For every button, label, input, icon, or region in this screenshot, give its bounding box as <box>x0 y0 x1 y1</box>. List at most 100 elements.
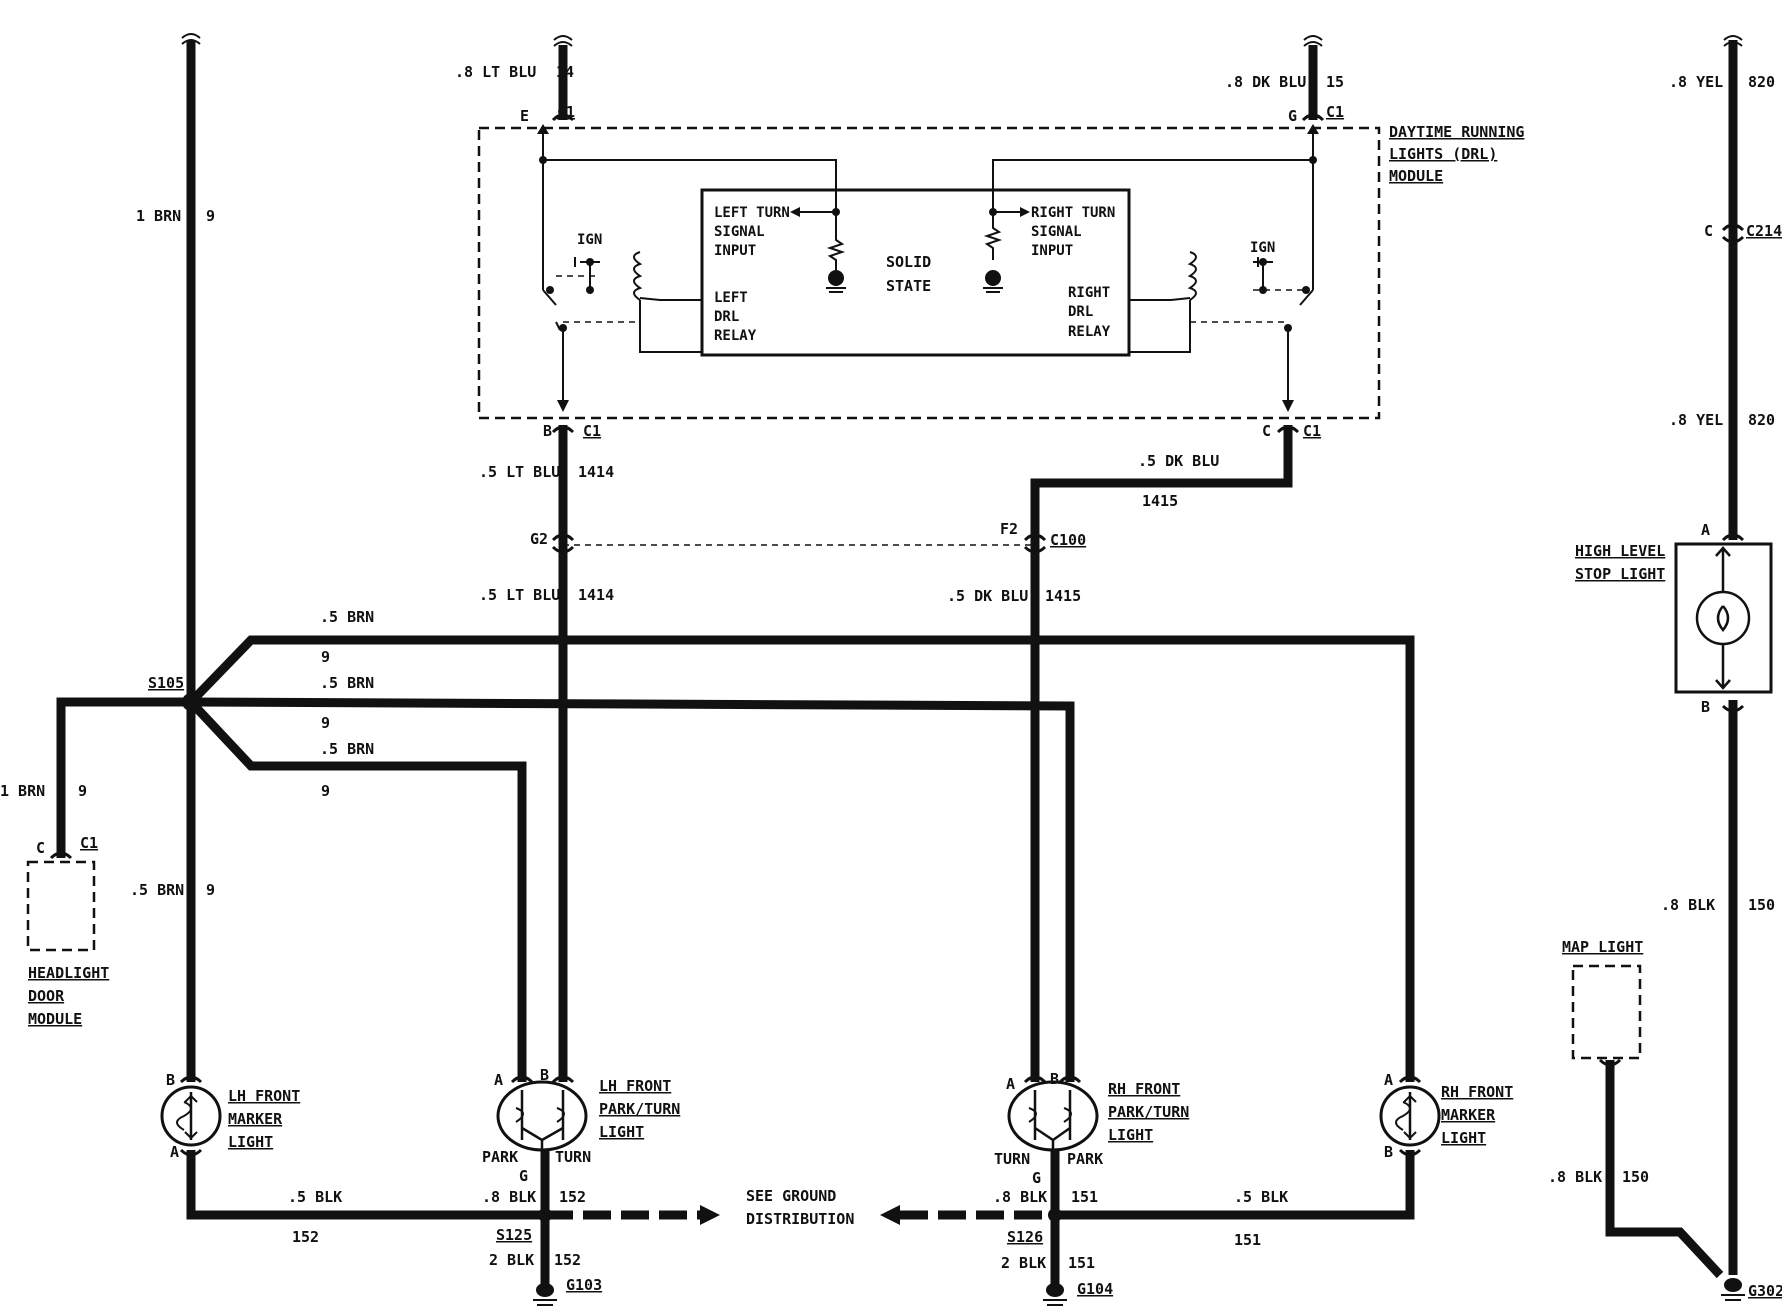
arrow-right-icon <box>1020 207 1030 217</box>
label-circuit: 1415 <box>1142 492 1178 510</box>
label-gauge: .8 BLK <box>1661 896 1715 914</box>
label-headlight-door-module: DOOR <box>28 987 65 1005</box>
bulb-icon <box>1695 546 1751 690</box>
ground-icon <box>533 1283 557 1306</box>
label-g: G <box>519 1167 528 1185</box>
label-ign: IGN <box>1250 240 1275 256</box>
label-gauge: 2 BLK <box>1001 1254 1046 1272</box>
label-right-relay: DRL <box>1068 304 1093 320</box>
node <box>586 258 594 266</box>
label-pin: G2 <box>530 530 548 548</box>
label-circuit: 1414 <box>578 586 614 604</box>
label-park: PARK <box>482 1148 518 1166</box>
node <box>989 208 997 216</box>
label-circuit: 152 <box>554 1251 581 1269</box>
label-gauge: .5 LT BLU <box>479 586 560 604</box>
label-left-relay: LEFT <box>714 290 748 306</box>
label-gauge: 1 BRN <box>136 207 181 225</box>
label-pin: E <box>520 107 529 125</box>
map-light-box <box>1571 964 1642 1060</box>
label-circuit: 151 <box>1068 1254 1095 1272</box>
solid-state-box <box>700 188 1131 357</box>
drl-module-title: MODULE <box>1389 167 1443 185</box>
ground-icon <box>1721 1278 1745 1301</box>
arrow-left-icon <box>700 1205 720 1225</box>
label-splice: S125 <box>496 1226 532 1244</box>
label-pin: G <box>1288 107 1297 125</box>
label-pin: A <box>494 1071 503 1089</box>
label-solid-state: SOLID <box>886 253 931 271</box>
wire-blk-150-map <box>1605 1060 1724 1279</box>
label-map-light: MAP LIGHT <box>1562 938 1643 956</box>
label-right-relay: RELAY <box>1068 324 1111 340</box>
label-pin: C <box>1704 222 1713 240</box>
drl-module-title: LIGHTS (DRL) <box>1389 145 1497 163</box>
rh-marker-light-bulb <box>1379 1085 1441 1147</box>
label-pin: F2 <box>1000 520 1018 538</box>
arrow-left-icon <box>790 207 800 217</box>
label-headlight-door-module: HEADLIGHT <box>28 964 109 982</box>
label-gauge: .8 YEL <box>1669 73 1723 91</box>
label-turn: TURN <box>994 1150 1030 1168</box>
label-circuit: 820 <box>1748 73 1775 91</box>
label-lh-front-park-turn: LIGHT <box>599 1123 644 1141</box>
label-rh-front-marker: RH FRONT <box>1441 1083 1513 1101</box>
label-connector: C214 <box>1746 222 1782 240</box>
label-lh-front-park-turn: PARK/TURN <box>599 1100 680 1118</box>
label-connector: C100 <box>1050 531 1086 549</box>
node <box>1284 324 1292 332</box>
arrow-down-icon <box>557 400 569 412</box>
label-circuit: 9 <box>206 207 215 225</box>
break-mark <box>1303 35 1323 47</box>
label-connector: C1 <box>1326 103 1344 121</box>
label-lh-front-marker: MARKER <box>228 1110 283 1128</box>
label-gauge: .5 BRN <box>320 674 374 692</box>
label-headlight-door-module: MODULE <box>28 1010 82 1028</box>
label-left-turn: SIGNAL <box>714 224 765 240</box>
label-pin: B <box>1701 698 1710 716</box>
splice-s125 <box>538 1208 552 1222</box>
label-ground: G103 <box>566 1276 602 1294</box>
wire-1-brn-9-headlight <box>56 697 191 858</box>
label-see-ground: SEE GROUND <box>746 1187 836 1205</box>
label-lh-front-marker: LH FRONT <box>228 1087 300 1105</box>
label-pin: A <box>170 1143 179 1161</box>
label-park: PARK <box>1067 1150 1103 1168</box>
drl-module-title: DAYTIME RUNNING <box>1389 123 1524 141</box>
label-gauge: 1 BRN <box>0 782 45 800</box>
wire-blk-152 <box>186 1150 545 1220</box>
label-circuit: 151 <box>1071 1188 1098 1206</box>
splice-s126 <box>1048 1208 1062 1222</box>
label-circuit: 9 <box>321 714 330 732</box>
arrow-right-icon <box>880 1205 900 1225</box>
label-circuit: 9 <box>321 782 330 800</box>
label-pin: A <box>1384 1071 1393 1089</box>
label-pin: A <box>1701 521 1710 539</box>
node <box>832 208 840 216</box>
drl-module-box <box>477 126 1381 420</box>
label-pin: C <box>36 839 45 857</box>
arrow-down-icon <box>1282 400 1294 412</box>
label-connector: C1 <box>1303 422 1321 440</box>
label-circuit: 9 <box>78 782 87 800</box>
label-splice: S126 <box>1007 1228 1043 1246</box>
label-pin: A <box>1006 1075 1015 1093</box>
label-circuit: 152 <box>292 1228 319 1246</box>
label-left-turn: INPUT <box>714 243 756 259</box>
label-right-turn: RIGHT TURN <box>1031 205 1115 221</box>
label-left-turn: LEFT TURN <box>714 205 790 221</box>
label-pin: B <box>1384 1143 1393 1161</box>
ground-icon <box>983 270 1003 293</box>
label-right-turn: INPUT <box>1031 243 1073 259</box>
label-connector: C1 <box>557 103 575 121</box>
label-rh-front-park-turn: PARK/TURN <box>1108 1103 1189 1121</box>
node <box>559 324 567 332</box>
label-right-relay: RIGHT <box>1068 285 1110 301</box>
label-left-relay: DRL <box>714 309 739 325</box>
label-circuit: 820 <box>1748 411 1775 429</box>
headlight-door-module-box <box>26 860 96 952</box>
label-circuit: 150 <box>1622 1168 1649 1186</box>
node <box>546 286 554 294</box>
drl-internal-left <box>542 128 846 410</box>
label-turn: TURN <box>555 1148 591 1166</box>
